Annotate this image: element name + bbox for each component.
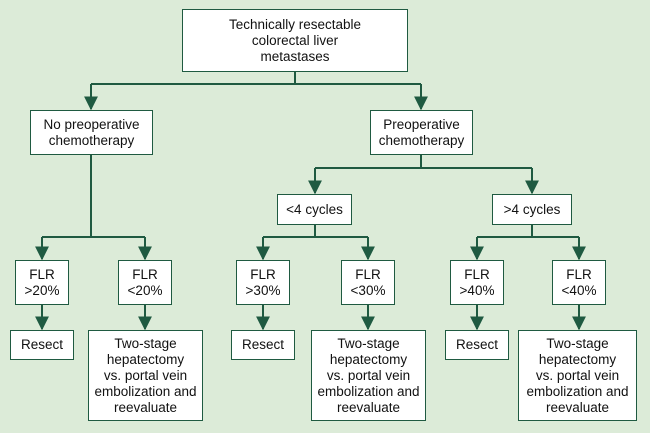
node-resect-2: Resect [231, 330, 295, 360]
node-flr-lt40: FLR <40% [552, 260, 606, 305]
node-preoperative-chemotherapy: Preoperative chemotherapy [370, 110, 473, 155]
node-no-preoperative-chemotherapy: No preoperative chemotherapy [30, 110, 153, 155]
node-two-stage-2: Two-stage hepatectomy vs. portal vein em… [311, 330, 426, 421]
node-lt4-cycles: <4 cycles [277, 194, 352, 225]
node-two-stage-3: Two-stage hepatectomy vs. portal vein em… [518, 330, 637, 421]
node-flr-gt40: FLR >40% [450, 260, 504, 305]
node-resect-3: Resect [445, 330, 509, 360]
node-flr-lt30: FLR <30% [341, 260, 395, 305]
node-flr-gt20: FLR >20% [15, 260, 69, 305]
node-gt4-cycles: >4 cycles [492, 194, 572, 225]
node-flr-lt20: FLR <20% [118, 260, 172, 305]
node-flr-gt30: FLR >30% [236, 260, 290, 305]
node-root: Technically resectable colorectal liver … [182, 9, 408, 72]
node-resect-1: Resect [10, 330, 74, 360]
node-two-stage-1: Two-stage hepatectomy vs. portal vein em… [88, 330, 203, 421]
